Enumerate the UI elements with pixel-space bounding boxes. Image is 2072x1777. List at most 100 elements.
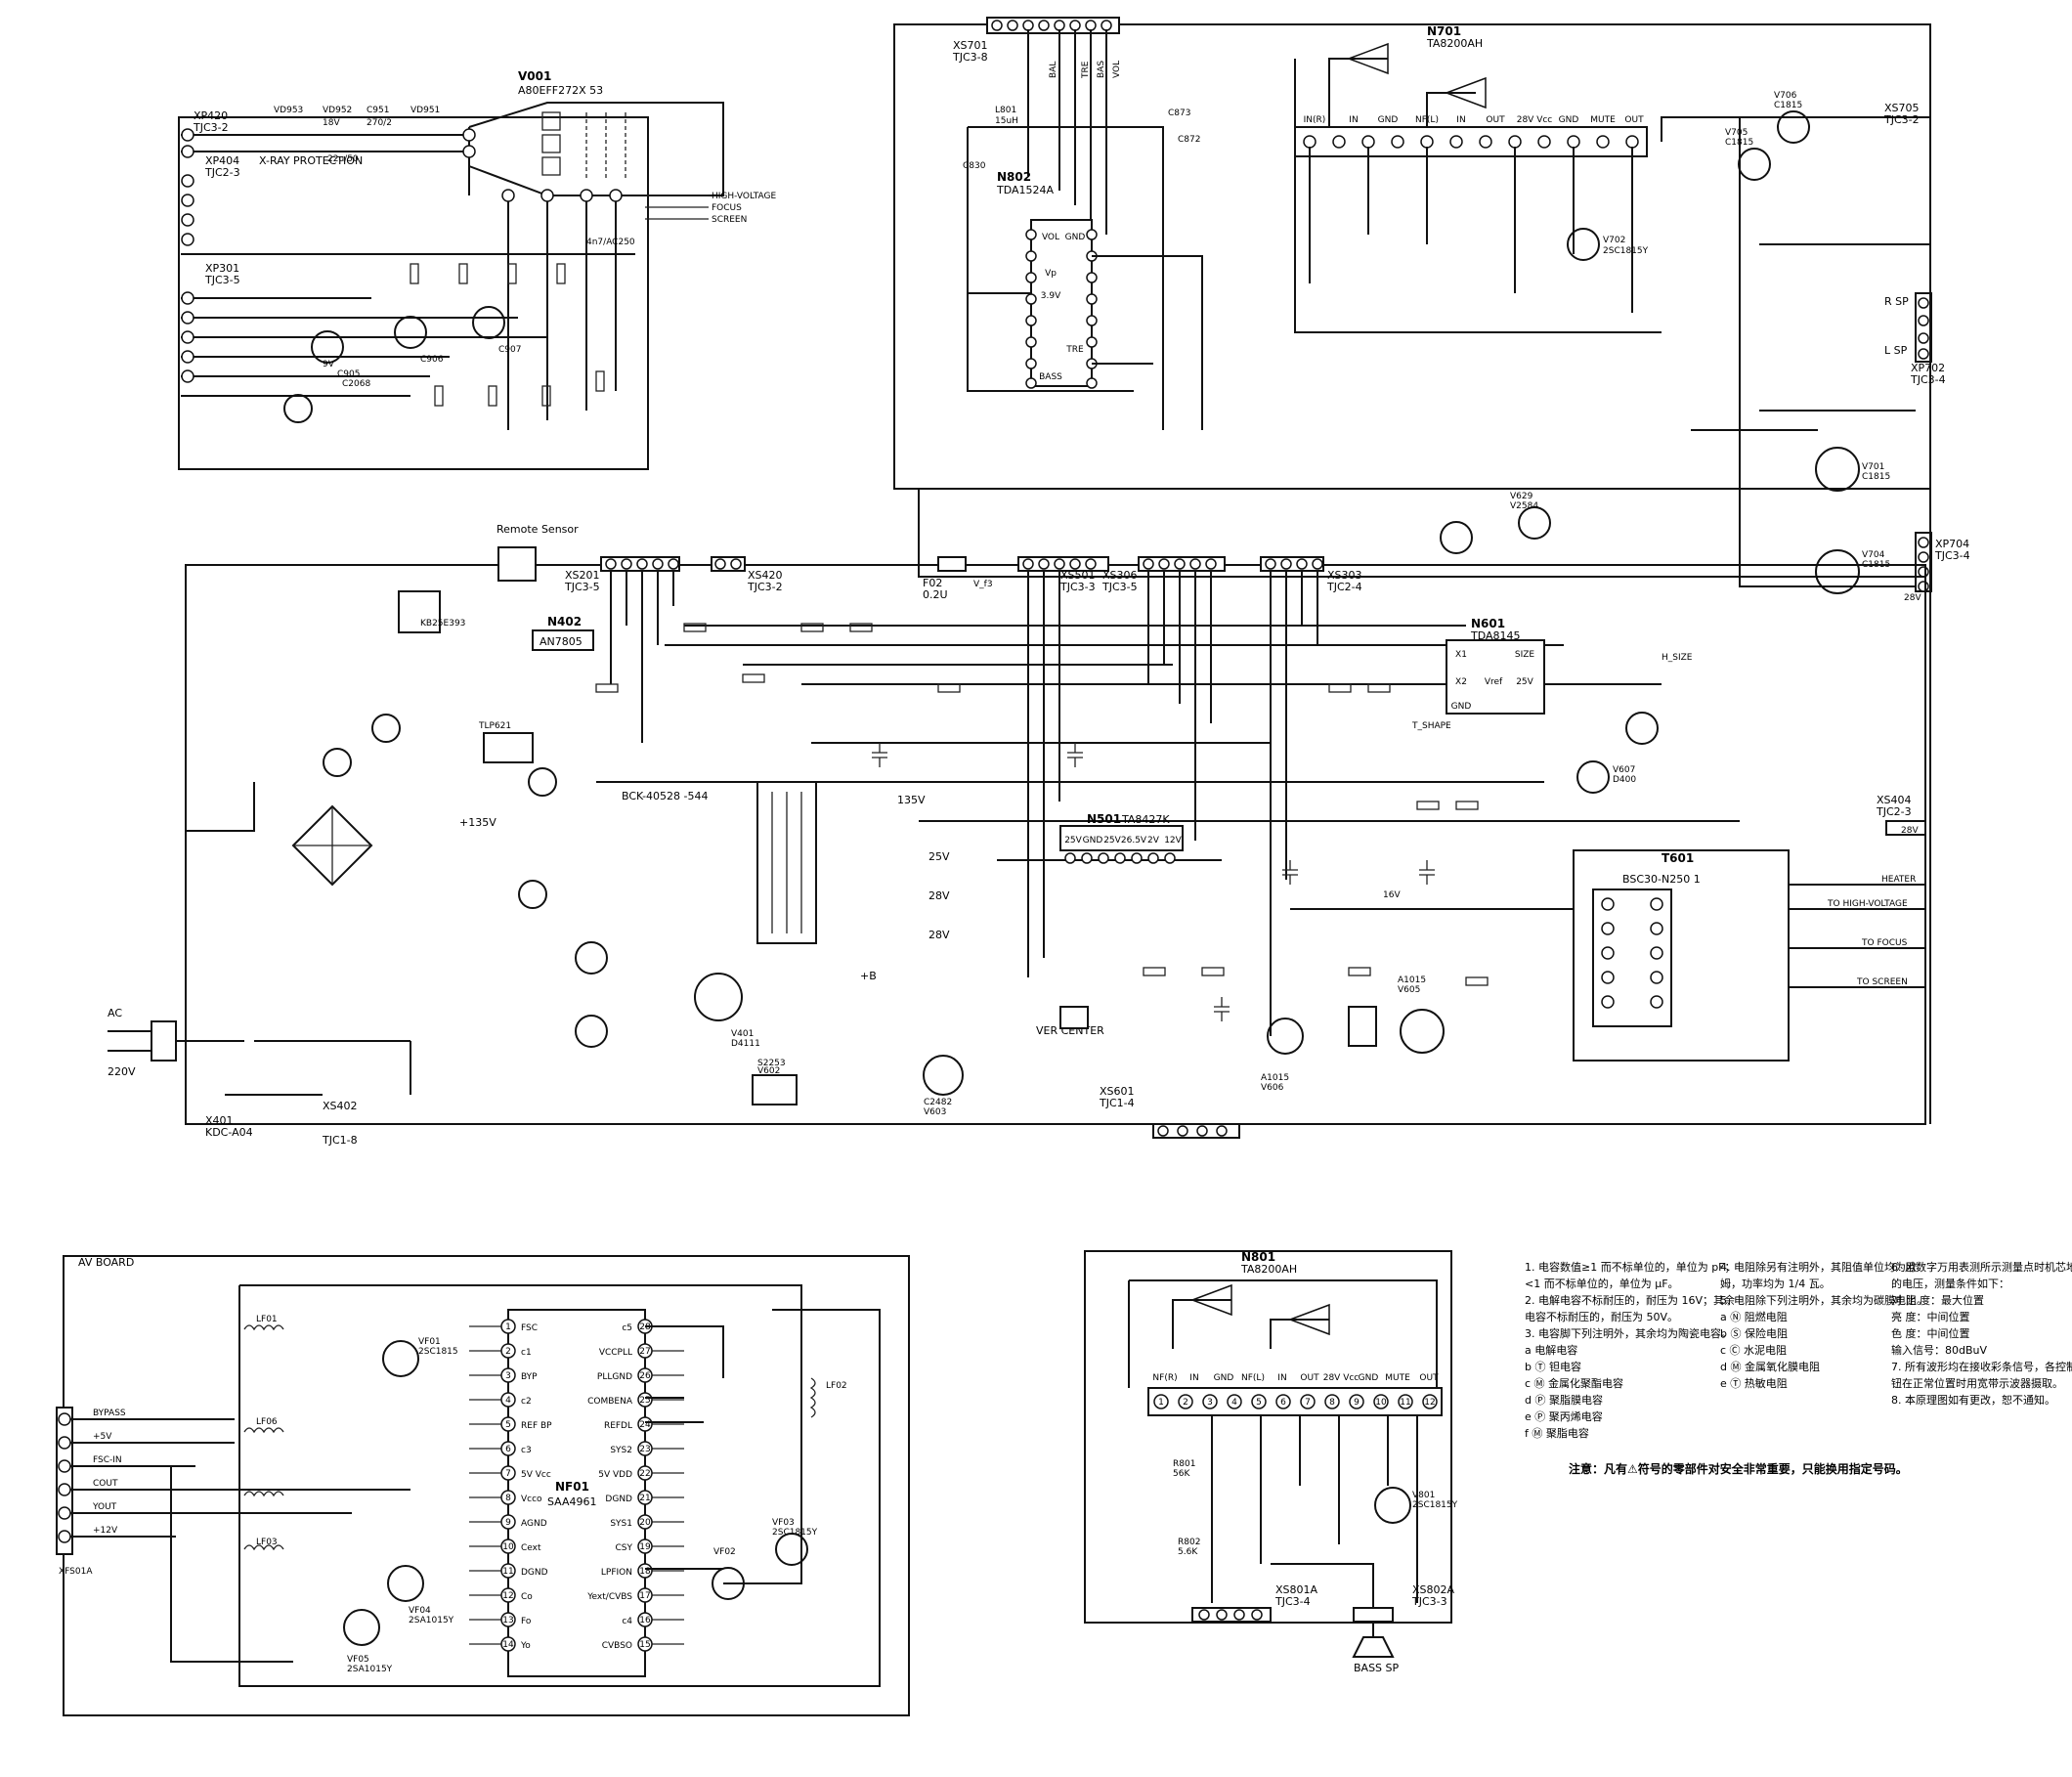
vf01-type: 2SC1815: [418, 1347, 458, 1357]
c908-value: 4n7/AC250: [586, 238, 635, 247]
nf01-pin-23: [637, 1441, 653, 1456]
t402-label: KB25E393: [420, 619, 465, 628]
bus-tre: TRE: [1081, 61, 1091, 79]
n701-amp-right: [1444, 76, 1487, 109]
crt-label-high-voltage: HIGH-VOLTAGE: [712, 192, 777, 201]
n501-pin2-label: GND: [1083, 836, 1103, 845]
nf01-pin-number: 18: [639, 1567, 651, 1577]
vf04-transistor: [387, 1565, 424, 1602]
c830-label: C830: [963, 161, 986, 171]
xs501-type: TJC3-3: [1059, 581, 1096, 593]
nf01-pin-number: 26: [639, 1371, 651, 1381]
safety-warning: 注意：凡有⚠符号的零部件对安全非常重要，只能换用指定号码。: [1569, 1461, 1908, 1476]
note-line: 的电压，测量条件如下：: [1891, 1277, 2009, 1290]
n802-part: TDA1524A: [996, 184, 1055, 196]
v629-transistor: [1625, 712, 1659, 745]
t402-transformer: [398, 590, 441, 633]
xp402-type: TJC1-8: [322, 1134, 358, 1147]
n501-pin5-label: 2V: [1147, 836, 1160, 845]
xray-protection-label: X-RAY PROTECTION: [259, 154, 363, 167]
n801-designator: N801: [1241, 1250, 1275, 1264]
n801-pin-number: 4: [1231, 1398, 1237, 1408]
n701-pin-inr: IN(R): [1304, 115, 1326, 125]
v411-label: C2482: [924, 1098, 952, 1107]
n801-part: TA8200AH: [1240, 1263, 1297, 1276]
nf01-pin-17: [637, 1587, 653, 1603]
n801-pin-label: GND: [1214, 1373, 1234, 1383]
rail-135v: 135V: [897, 794, 926, 806]
nf01-pin-26: [637, 1367, 653, 1383]
nf01-pin-1: [500, 1319, 516, 1334]
vd952-label: VD952: [323, 106, 352, 115]
vf01-transistor: [382, 1340, 419, 1377]
lf03-label: LF03: [256, 1538, 278, 1547]
f02-value: 0.2U: [923, 588, 948, 601]
v706-type: C1815: [1774, 101, 1802, 110]
xs801a-type: TJC3-4: [1274, 1595, 1311, 1608]
nf01-designator: NF01: [555, 1480, 589, 1494]
note-line: b Ⓣ 钽电容: [1525, 1360, 1581, 1373]
rail-16v: 16V: [1383, 890, 1401, 900]
vf02-transistor: [712, 1567, 745, 1600]
n501-pin7-label: 12V: [1164, 836, 1182, 845]
r802-value: 5.6K: [1178, 1547, 1198, 1557]
xs705-label: XS705: [1884, 102, 1920, 114]
v701-type: C1815: [1862, 472, 1890, 482]
xs701-type: TJC3-8: [952, 51, 988, 64]
nf01-pin-label: 5V VDD: [598, 1470, 632, 1480]
xp404-label: XP404: [205, 154, 239, 167]
v401-switch-transistor: [694, 973, 743, 1021]
l801-label: L801: [995, 106, 1016, 115]
nf01-pin-label: c5: [622, 1323, 632, 1333]
v909-transistor: [283, 394, 313, 423]
note-line: 电容不标耐压的，耐压为 50V。: [1525, 1310, 1678, 1323]
r901-label: C951: [367, 106, 389, 115]
nf01-pin-number: 23: [639, 1445, 650, 1454]
note-line: 对 比 度：最大位置: [1891, 1293, 1984, 1307]
vf03-label: VF03: [772, 1518, 795, 1528]
xs601-label: XS601: [1100, 1085, 1135, 1098]
n801-pin-1: [1153, 1394, 1169, 1409]
v404-transistor: [371, 714, 401, 743]
n802-pin-vol: VOL: [1042, 233, 1059, 242]
note-line: 6. 用数字万用表测所示测量点时机芯地线: [1891, 1260, 2072, 1274]
nf01-pin-9: [500, 1514, 516, 1530]
nf01-pin-number: 22: [639, 1469, 650, 1479]
n801-pin-number: 1: [1158, 1398, 1164, 1408]
remote-sensor: [497, 546, 537, 582]
n801-pin-5: [1251, 1394, 1267, 1409]
x401-type: KDC-A04: [205, 1126, 253, 1139]
to-focus-label: TO FOCUS: [1861, 938, 1908, 948]
v605-transistor: [1518, 506, 1551, 540]
n701-pin-gnd2: GND: [1559, 115, 1579, 125]
n801-pin-8: [1324, 1394, 1340, 1409]
nf01-pin-label: CVBSO: [602, 1641, 632, 1651]
v602-label: A1015: [1261, 1073, 1289, 1083]
xs303-label: XS303: [1327, 569, 1362, 582]
v413-transistor: [575, 1015, 608, 1048]
ac-label: AC: [108, 1007, 122, 1019]
n701-pin-vcc: 28V Vcc: [1517, 115, 1553, 125]
n801-pin-number: 3: [1207, 1398, 1213, 1408]
bus-vol: VOL: [1112, 61, 1122, 78]
n701-pin-in2: IN: [1456, 115, 1465, 125]
nf01-pin-number: 8: [505, 1494, 511, 1503]
heater-label: HEATER: [1881, 875, 1916, 885]
n801-pin-label: GND: [1359, 1373, 1379, 1383]
t401-label: BCK-40528 -544: [622, 790, 709, 802]
note-line: 输入信号：80dBuV: [1891, 1343, 1987, 1357]
nf01-frame: [63, 1255, 910, 1716]
n802-ic: [1030, 219, 1093, 387]
nf01-pin-number: 9: [505, 1518, 511, 1528]
n701-pin-gnd: GND: [1378, 115, 1399, 125]
t601-part: BSC30-N250 1: [1622, 873, 1701, 886]
n601-pin-size: SIZE: [1515, 650, 1535, 660]
xs201-type: TJC3-5: [564, 581, 600, 593]
vf02-label: VF02: [713, 1547, 736, 1557]
ac-voltage: 220V: [108, 1065, 136, 1078]
n801-pin-4: [1227, 1394, 1242, 1409]
xp301-type: TJC3-5: [204, 274, 240, 286]
vf03-type: 2SC1815Y: [772, 1528, 818, 1538]
